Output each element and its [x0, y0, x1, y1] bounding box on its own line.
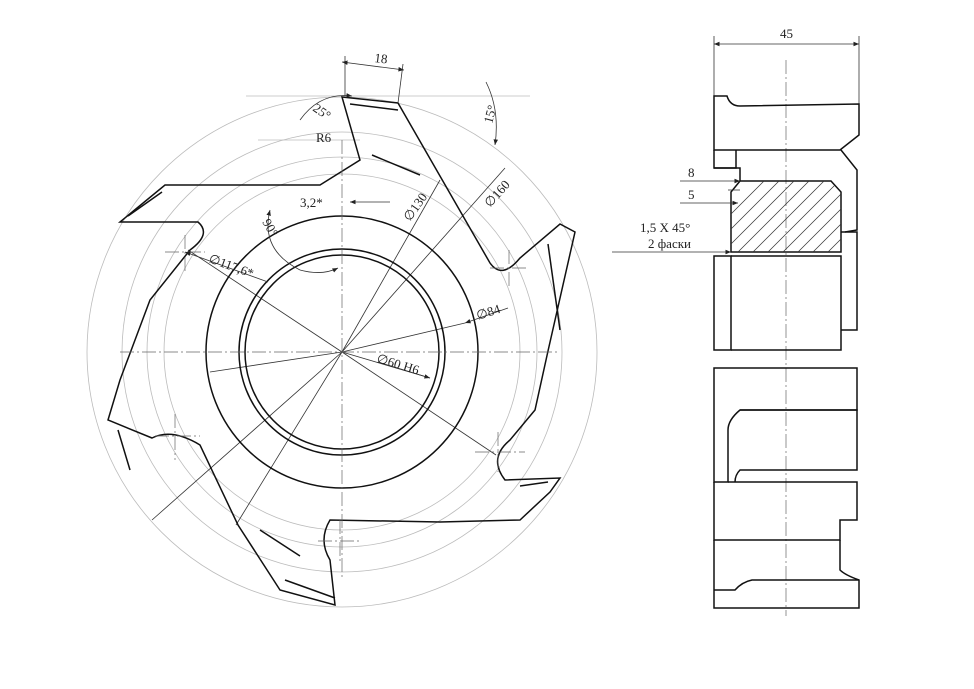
center-lines [120, 140, 558, 580]
side-profile [713, 95, 860, 151]
angle-90-label: 90° [259, 216, 281, 239]
cutter-outline [107, 96, 576, 607]
construction-lines [151, 95, 530, 526]
chamfer-label: 1,5 X 45° [640, 220, 690, 235]
width-18-label: 18 [374, 50, 389, 66]
front-dimensions [184, 56, 509, 379]
angle-15-label: 15° [480, 103, 499, 124]
side-view: 45 8 [612, 26, 860, 616]
step-32-label: 3,2* [300, 195, 323, 210]
angle-25-label: 25° [310, 100, 334, 123]
dia-60-label: ∅60 H6 [375, 351, 421, 378]
radius-r6-label: R6 [316, 130, 332, 145]
tooth-chamfers [117, 103, 561, 599]
front-view: 18 25° 15° R6 3,2* 90° ∅130 ∅160 ∅117,6*… [86, 50, 598, 608]
hatched-section [731, 181, 841, 252]
width-45-label: 45 [780, 26, 793, 41]
dia-1176-label: ∅117,6* [207, 251, 256, 281]
dia-160-label: ∅160 [481, 177, 513, 210]
dim-8-label: 8 [688, 165, 695, 180]
dia-84-label: ∅84 [474, 301, 502, 323]
chamfer-count-label: 2 фаски [648, 236, 691, 251]
dim-5-label: 5 [688, 187, 695, 202]
